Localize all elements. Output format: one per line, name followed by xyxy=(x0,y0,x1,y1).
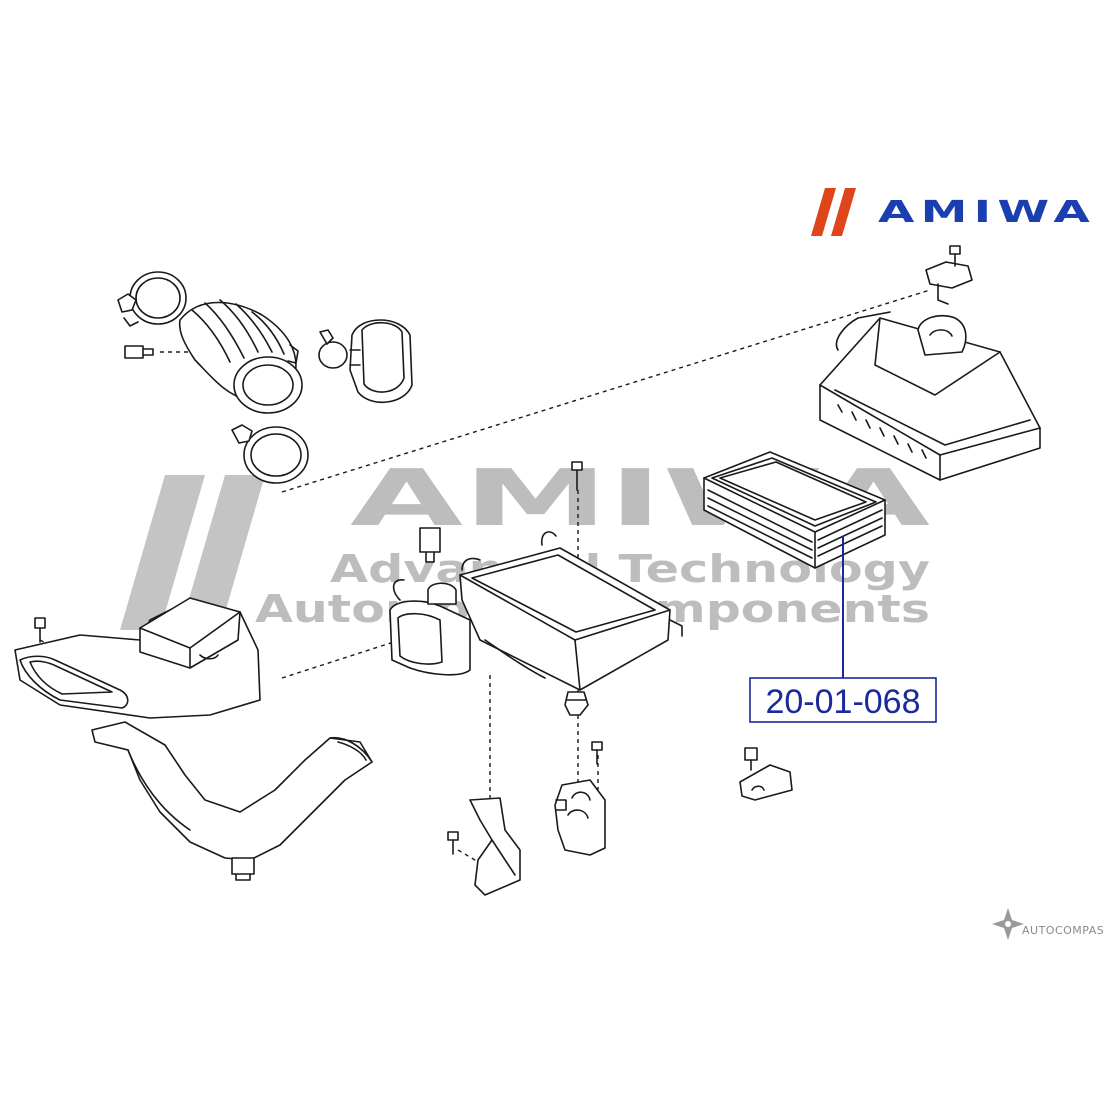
inlet-duct xyxy=(14,597,261,719)
watermark-slash-2 xyxy=(180,475,265,630)
resonator-cover xyxy=(318,319,413,404)
logo-slash-2 xyxy=(831,188,856,236)
autocompas-logo: AUTOCOMPAS xyxy=(992,908,1104,940)
logo-slash-1 xyxy=(811,188,836,236)
autocompas-text: AUTOCOMPAS xyxy=(1022,924,1104,937)
air-cleaner-cover xyxy=(819,245,1041,481)
brand-name: AMIWA xyxy=(878,195,1096,230)
intake-pipe xyxy=(91,721,373,881)
watermark-slash-1 xyxy=(120,475,205,630)
part-callout: 20-01-068 xyxy=(749,536,937,723)
air-cleaner-case xyxy=(389,461,683,691)
mounting-hardware xyxy=(447,691,793,896)
part-number: 20-01-068 xyxy=(765,683,920,721)
air-filter-element xyxy=(703,451,886,569)
callout-box xyxy=(749,677,937,723)
autocompas-icon xyxy=(992,908,1024,940)
brand-logo: AMIWA xyxy=(811,188,1096,236)
intake-hose xyxy=(117,271,309,484)
